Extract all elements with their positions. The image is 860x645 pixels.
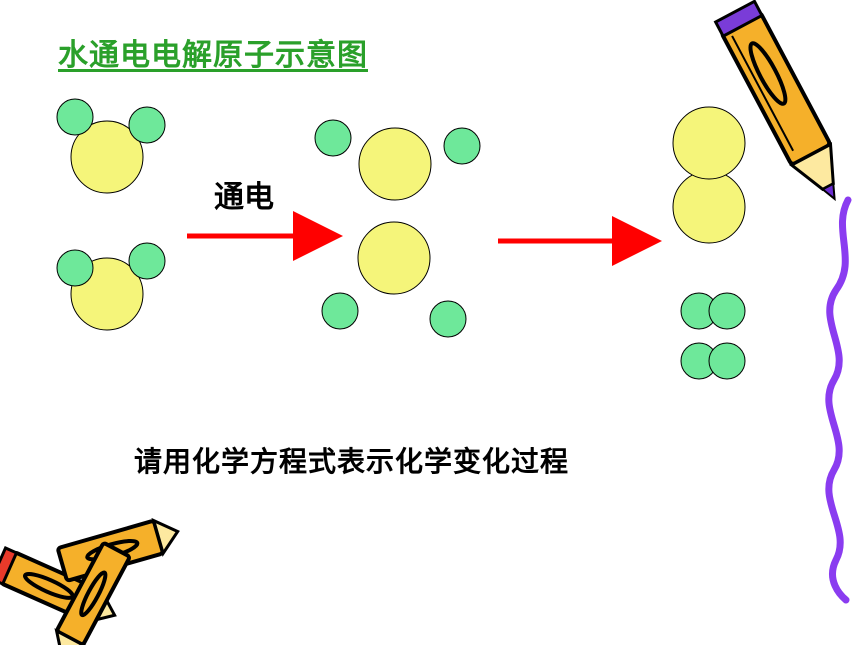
- reaction-condition-label: 通电: [214, 180, 274, 215]
- question-prompt: 请用化学方程式表示化学变化过程: [134, 445, 570, 478]
- hydrogen-atom: [708, 342, 746, 380]
- crossed-pencils-icon: [0, 517, 180, 645]
- hydrogen-molecule: [680, 292, 746, 330]
- water-molecule: [56, 98, 166, 194]
- wavy-ribbon-icon: [825, 196, 852, 604]
- separated-atoms: [314, 119, 481, 338]
- hydrogen-atom: [708, 292, 746, 330]
- oxygen-atom: [357, 221, 431, 295]
- hydrogen-atom: [314, 119, 352, 157]
- page-title: 水通电电解原子示意图: [58, 38, 368, 73]
- hydrogen-atom: [128, 242, 166, 280]
- hydrogen-atom: [56, 249, 94, 287]
- hydrogen-atom: [443, 127, 481, 165]
- hydrogen-atom: [56, 98, 94, 136]
- water-molecule: [56, 242, 166, 331]
- oxygen-atom: [672, 106, 746, 180]
- hydrogen-atom: [429, 300, 467, 338]
- hydrogen-molecule: [680, 342, 746, 380]
- oxygen-atom: [672, 170, 746, 244]
- oxygen-atom: [358, 127, 432, 201]
- oxygen-molecule: [672, 106, 746, 244]
- oxygen-atom: [70, 120, 144, 194]
- hydrogen-atom: [321, 292, 359, 330]
- hydrogen-atom: [128, 106, 166, 144]
- pencil-icon: [713, 0, 836, 202]
